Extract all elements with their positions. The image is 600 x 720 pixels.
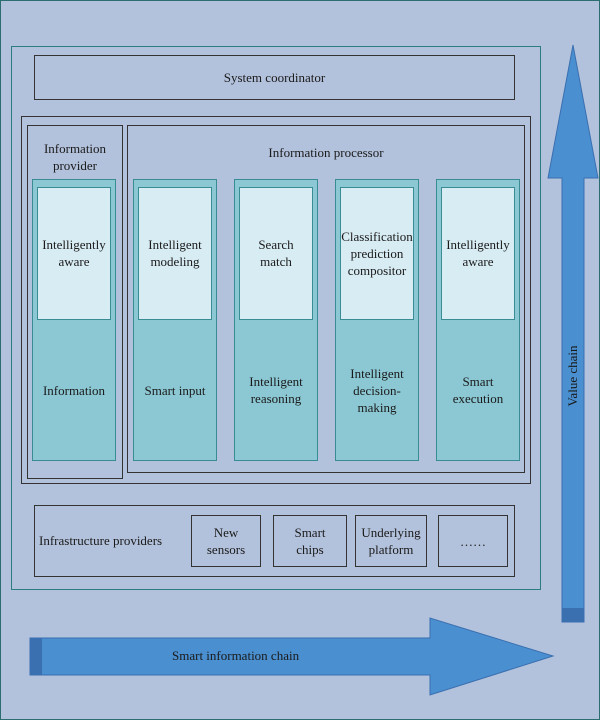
column-top-cell: Intelligently aware	[37, 187, 111, 320]
information-layer-box	[21, 116, 531, 484]
column-top-label: Search match	[258, 237, 294, 269]
column-bottom-cell: Information	[33, 320, 115, 460]
infra-item-new-sensors: New sensors	[191, 515, 261, 567]
value-chain-arrow	[547, 44, 599, 623]
column-top-label: Intelligent modeling	[148, 237, 202, 269]
information-provider-box: Information provider	[27, 125, 123, 479]
column-top-cell: Search match	[239, 187, 313, 320]
column-bottom-cell: Smart input	[134, 320, 216, 460]
column-bottom-label: Intelligent reasoning	[249, 374, 303, 406]
smart-information-chain-arrow	[29, 617, 555, 696]
column-top-cell: Classification prediction compositor	[340, 187, 414, 320]
infra-item-smart-chips: Smart chips	[273, 515, 347, 567]
column-top-label: Intelligently aware	[446, 237, 510, 269]
column-bottom-label: Smart execution	[452, 374, 504, 406]
infrastructure-providers-box: Infrastructure providers	[34, 505, 515, 577]
column-bottom-cell: Intelligent decision- making	[336, 320, 418, 460]
column-bottom-label: Intelligent decision- making	[350, 365, 404, 415]
column-bottom-cell: Smart execution	[437, 320, 519, 460]
system-coordinator-label: System coordinator	[223, 70, 326, 85]
column-bottom-cell: Intelligent reasoning	[235, 320, 317, 460]
smart-information-chain-arrow-shadow	[30, 638, 42, 675]
infra-item-underlying-platform: Underlying platform	[355, 515, 427, 567]
column-top-cell: Intelligently aware	[441, 187, 515, 320]
column-top-cell: Intelligent modeling	[138, 187, 212, 320]
value-chain-arrow-shadow	[562, 608, 584, 622]
column-intelligent-decision-making: Classification prediction compositor Int…	[335, 179, 419, 461]
column-bottom-label: Smart input	[144, 382, 206, 398]
column-smart-execution: Intelligently aware Smart execution	[436, 179, 520, 461]
column-top-label: Classification prediction compositor	[341, 229, 413, 278]
system-boundary	[11, 46, 541, 590]
column-top-label: Intelligently aware	[42, 237, 106, 269]
information-processor-label: Information processor	[268, 145, 384, 160]
infrastructure-providers-label: Infrastructure providers	[39, 533, 163, 548]
column-intelligent-reasoning: Search match Intelligent reasoning	[234, 179, 318, 461]
information-provider-label: Information provider	[43, 141, 107, 173]
information-processor-box: Information processor	[127, 125, 525, 473]
column-information: Intelligently aware Information	[32, 179, 116, 461]
column-smart-input: Intelligent modeling Smart input	[133, 179, 217, 461]
value-chain-label: Value chain	[565, 345, 580, 407]
system-coordinator-box: System coordinator	[34, 55, 515, 100]
column-bottom-label: Information	[42, 382, 106, 398]
smart-information-chain-label: Smart information chain	[172, 648, 300, 663]
infra-item-more: ……	[438, 515, 508, 567]
